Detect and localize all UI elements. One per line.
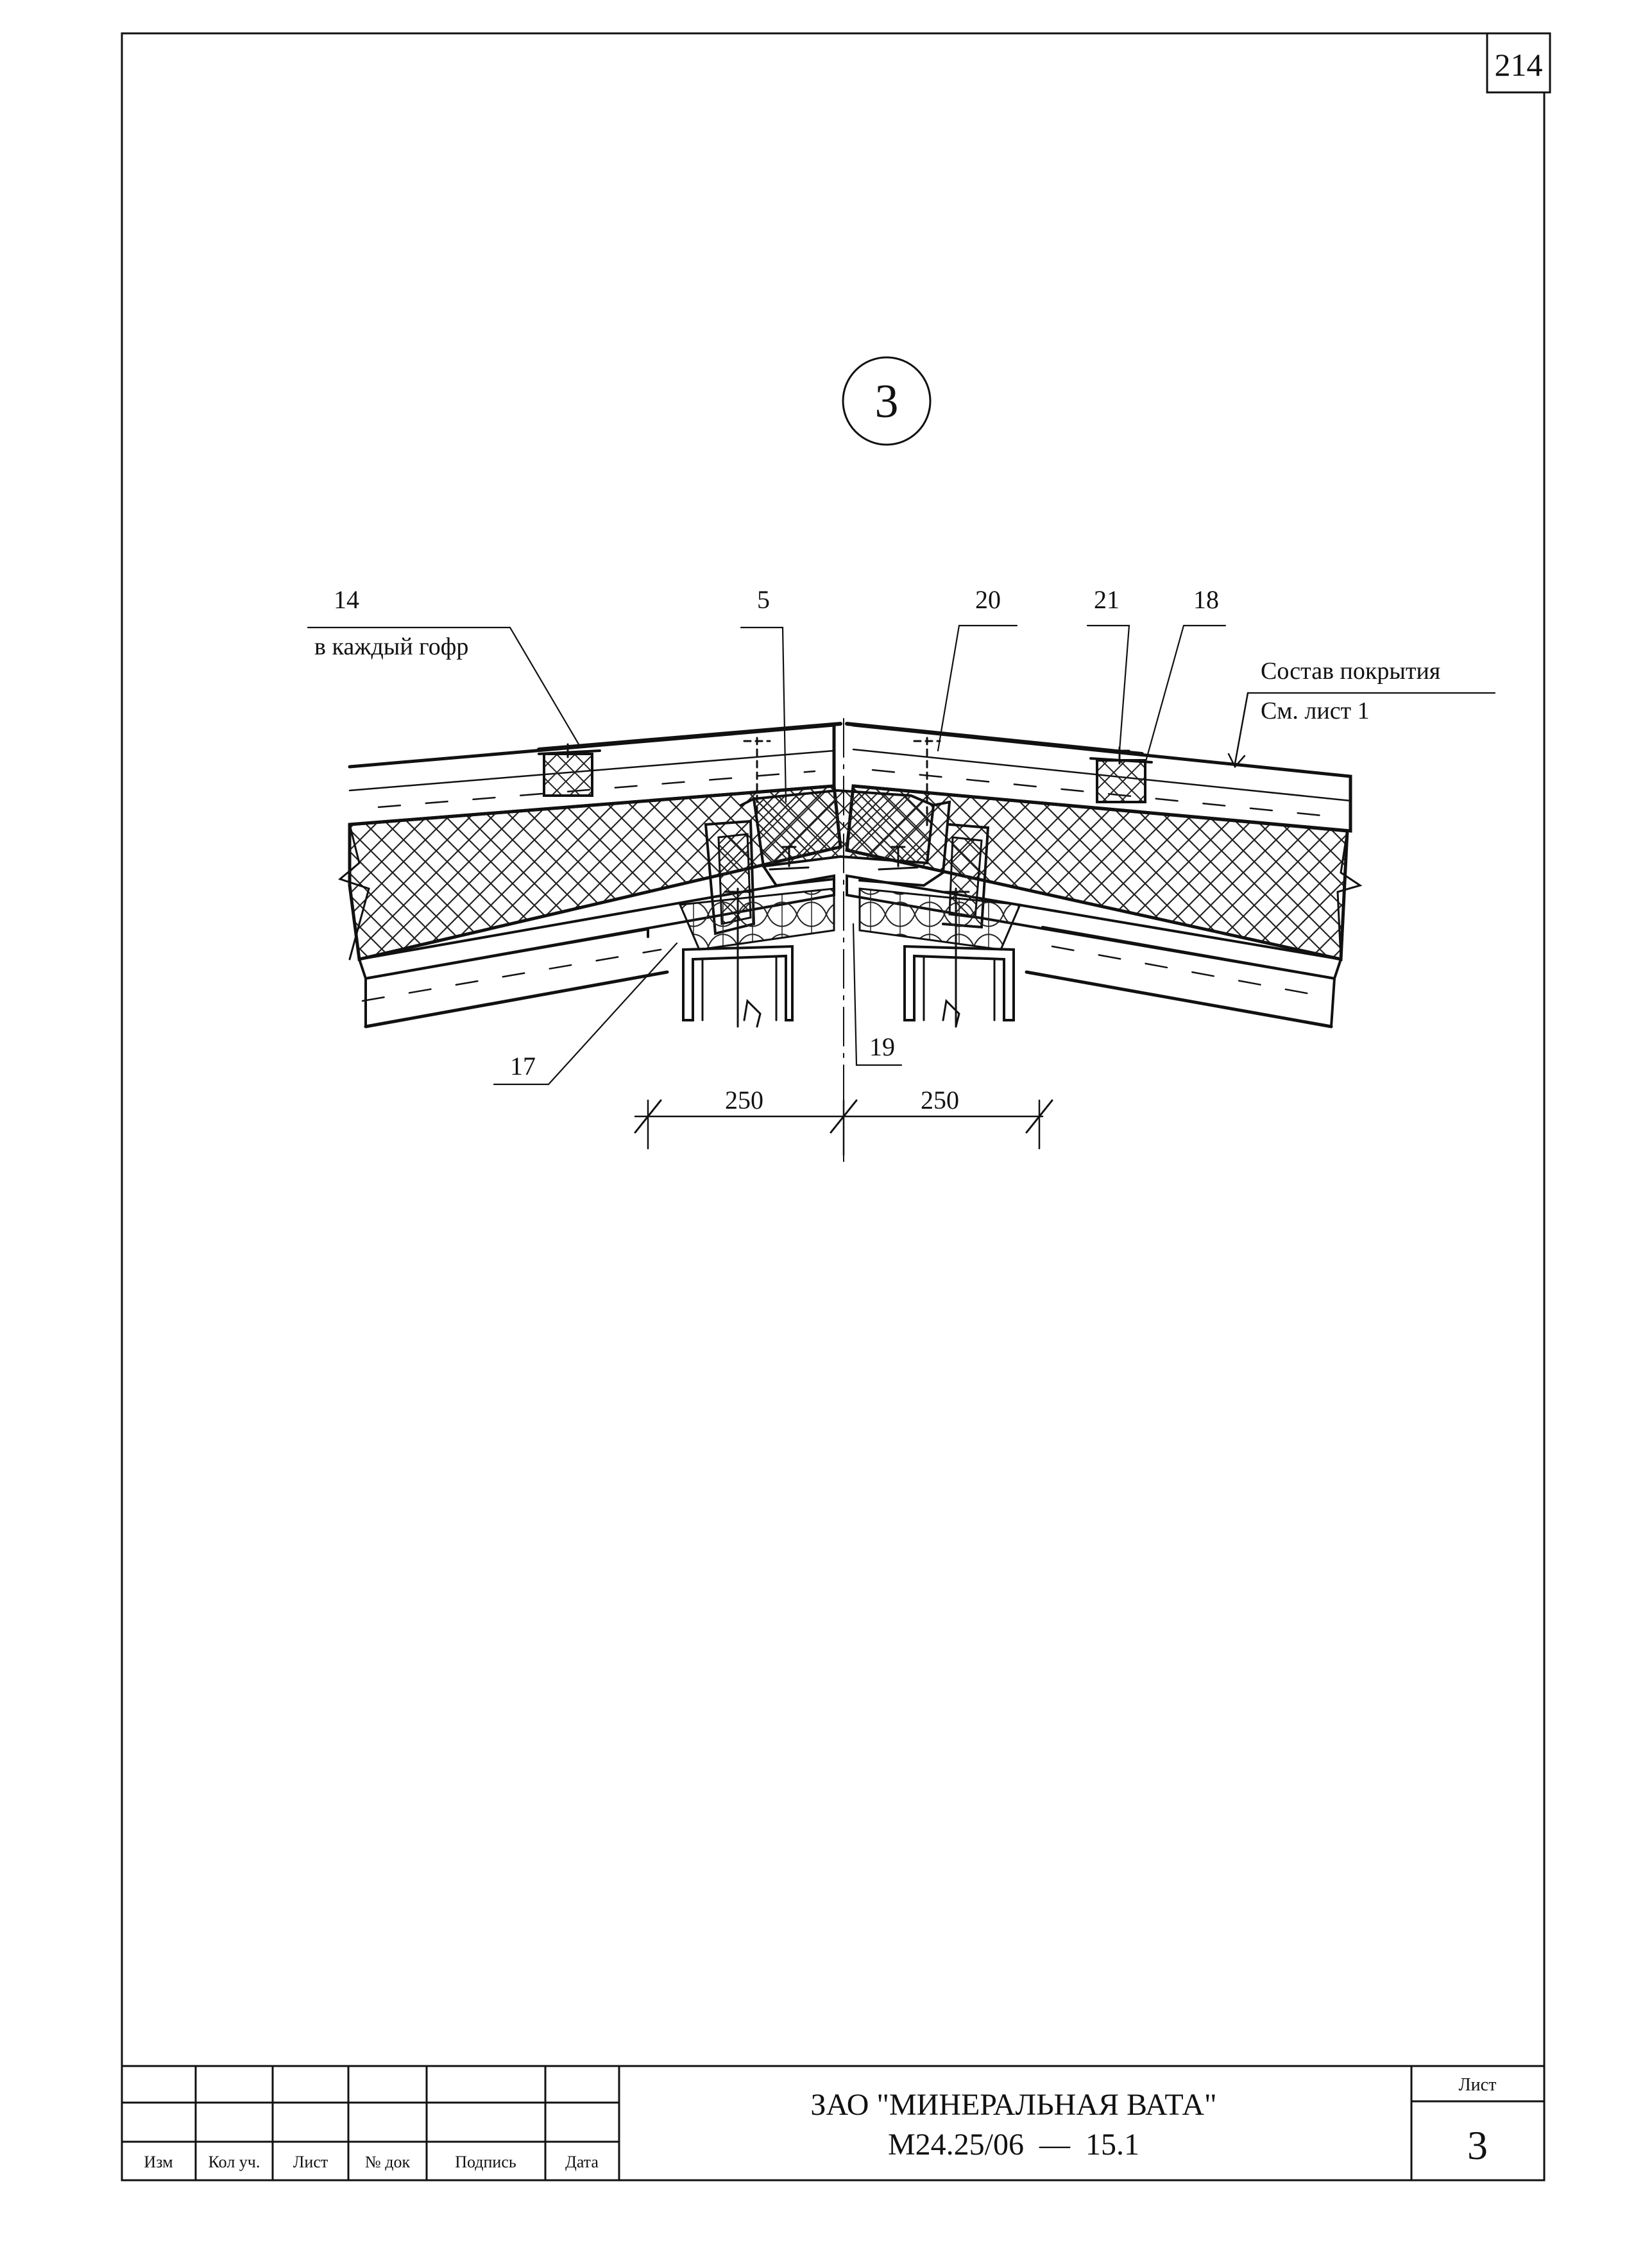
callout-14-note: в каждый гофр bbox=[314, 633, 468, 660]
dimension-left: 250 bbox=[725, 1086, 763, 1114]
header-kol-uch: Кол уч. bbox=[209, 2153, 260, 2171]
right-purlin bbox=[903, 944, 1015, 1021]
dimension-right: 250 bbox=[921, 1086, 959, 1114]
title-block-text: Изм Кол уч. Лист № док Подпись Дата ЗАО … bbox=[144, 2075, 1496, 2171]
detail-number: 3 bbox=[875, 375, 899, 428]
page-number: 214 bbox=[1495, 47, 1543, 83]
dimension-line bbox=[634, 1099, 1053, 1156]
roof-note-line-2: См. лист 1 bbox=[1261, 697, 1370, 724]
callout-17: 17 bbox=[510, 1052, 536, 1080]
ridge-insulation bbox=[752, 789, 935, 868]
header-date: Дата bbox=[565, 2153, 599, 2171]
roof-note-line-1: Состав покрытия bbox=[1261, 658, 1440, 685]
callout-14: 14 bbox=[334, 585, 359, 614]
callout-21: 21 bbox=[1094, 585, 1120, 614]
sheet-label: Лист bbox=[1459, 2075, 1497, 2095]
callout-5: 5 bbox=[757, 585, 770, 614]
document-code: М24.25/06 — 15.1 bbox=[888, 2128, 1139, 2162]
right-mineral-wool bbox=[858, 887, 1022, 951]
left-mineral-wool bbox=[678, 887, 835, 951]
left-insulation bbox=[348, 784, 842, 962]
callout-18: 18 bbox=[1193, 585, 1219, 614]
header-signature: Подпись bbox=[455, 2153, 516, 2171]
sheet-number: 3 bbox=[1467, 2122, 1488, 2168]
header-izm: Изм bbox=[144, 2153, 173, 2171]
callout-labels: 14 в каждый гофр 5 20 21 18 Состав покры… bbox=[314, 585, 1440, 1114]
sheet-frame bbox=[121, 32, 1546, 2182]
company-name: ЗАО "МИНЕРАЛЬНАЯ ВАТА" bbox=[810, 2088, 1216, 2122]
header-doc-no: № док bbox=[365, 2153, 411, 2171]
title-block bbox=[122, 2065, 1544, 2180]
page-number-box: 214 bbox=[1486, 32, 1551, 94]
callout-20: 20 bbox=[975, 585, 1001, 614]
left-purlin bbox=[682, 944, 794, 1021]
callout-19: 19 bbox=[869, 1032, 895, 1061]
header-list: Лист bbox=[293, 2153, 328, 2171]
detail-marker: 3 bbox=[842, 356, 932, 446]
roof-section bbox=[307, 624, 1496, 1168]
